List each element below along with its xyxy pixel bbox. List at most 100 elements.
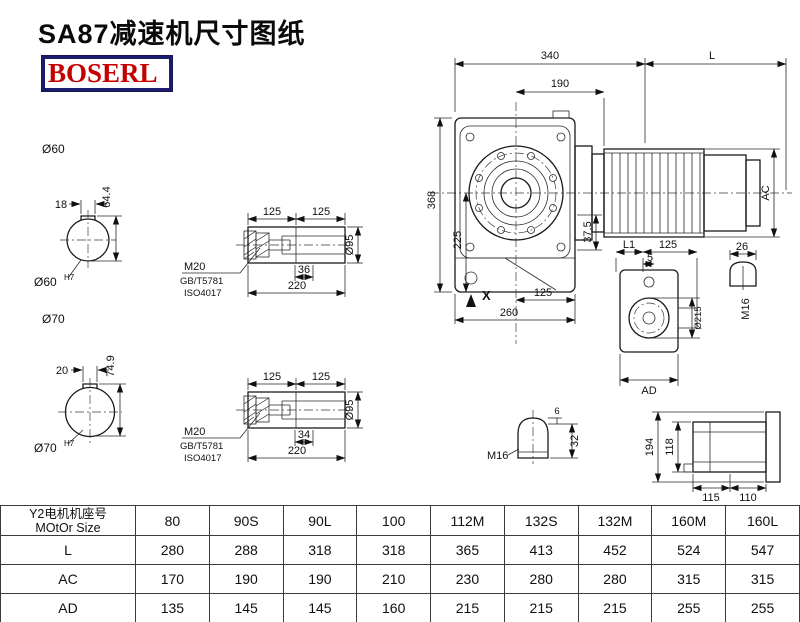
table-cell: 215 xyxy=(503,593,579,622)
table-cell: 288 xyxy=(208,535,284,565)
dim-20-label: 20 xyxy=(56,365,68,377)
main-view: 340 L 190 368 225 37.5 125 260 X AC xyxy=(426,50,792,344)
motor-label-cn: Y2电机机座号 xyxy=(29,506,107,521)
standard-iso-label: ISO4017 xyxy=(184,288,222,299)
table-row-AD: AD 135 145 145 160 215 215 215 255 255 xyxy=(0,593,800,622)
dim-d95-label: Ø95 xyxy=(344,400,356,421)
keyway-60 xyxy=(80,215,96,221)
x-direction-arrow xyxy=(466,294,476,307)
table-cell: 190 xyxy=(282,564,358,594)
table-cell: 318 xyxy=(282,535,358,565)
table-cell: 255 xyxy=(651,593,727,622)
dim-225-label: 225 xyxy=(452,231,464,249)
dim-125-bottom-label: 125 xyxy=(534,287,552,299)
size-col-header: 90S xyxy=(208,505,284,536)
table-cell: 160 xyxy=(356,593,432,622)
flange-bolt-holes xyxy=(475,152,557,234)
dim-340-label: 340 xyxy=(541,50,559,62)
dim-d215-label: Ø215 xyxy=(693,306,704,329)
table-cell: 365 xyxy=(430,535,505,565)
dim-368-label: 368 xyxy=(426,191,438,209)
size-col-header: 132S xyxy=(503,505,579,536)
dim-125-label: 125 xyxy=(659,239,677,251)
dim-220-label: 220 xyxy=(288,280,306,292)
table-cell: 135 xyxy=(135,593,210,622)
bore-70-callout: Ø70 xyxy=(34,441,57,455)
shaft-60-label: Ø60 xyxy=(42,142,65,156)
standard-gb-label: GB/T5781 xyxy=(180,276,223,287)
keyway-70 xyxy=(82,383,98,389)
lifting-lug xyxy=(552,110,570,119)
size-col-header: 90L xyxy=(282,505,358,536)
dim-AD-label: AD xyxy=(641,385,656,397)
dim-118-label: 118 xyxy=(664,438,676,456)
dim-125-left-label: 125 xyxy=(263,206,281,218)
brand-logo-text: BOSERL xyxy=(48,58,158,88)
fan-cover xyxy=(745,159,761,227)
bore-60-tolerance: H7 xyxy=(64,273,75,282)
bolt-m20-label: M20 xyxy=(184,426,205,438)
table-cell: 190 xyxy=(208,564,284,594)
shaft-end-dome xyxy=(729,261,757,287)
table-cell: 452 xyxy=(577,535,653,565)
gearbox-top-view: 194 118 115 110 xyxy=(644,411,781,504)
table-header-row: Y2电机机座号 MOtOr Size 80 90S 90L 100 112M 1… xyxy=(0,505,800,536)
bolt-head xyxy=(255,397,270,423)
table-cell: 215 xyxy=(430,593,505,622)
size-col-header: 160L xyxy=(725,505,800,536)
table-cell: 413 xyxy=(503,535,579,565)
standard-gb-label: GB/T5781 xyxy=(180,441,223,452)
shaft-60-section: Ø60 18 64.4 Ø60 H7 xyxy=(34,142,122,289)
motor xyxy=(574,145,761,241)
table-cell: 280 xyxy=(577,564,653,594)
dim-AC-label: AC xyxy=(760,185,772,200)
dim-64-4-label: 64.4 xyxy=(101,186,113,207)
table-cell: 524 xyxy=(651,535,727,565)
motor-label-en: MOtOr Size xyxy=(35,520,101,535)
bolt-m20-label: M20 xyxy=(184,261,205,273)
dim-5-label: 5 xyxy=(647,252,653,264)
table-cell: 145 xyxy=(282,593,358,622)
table-cell: 547 xyxy=(725,535,800,565)
dim-d95-label: Ø95 xyxy=(344,235,356,256)
table-row-AC: AC 170 190 190 210 230 280 280 315 315 xyxy=(0,564,800,594)
dim-125-right-label: 125 xyxy=(312,371,330,383)
hollow-shaft-detail-top: 125 125 M20 GB/T5781 ISO4017 36 220 Ø95 xyxy=(180,206,363,299)
dim-110-label: 110 xyxy=(739,492,757,504)
size-col-header: 80 xyxy=(135,505,210,536)
table-cell: 210 xyxy=(356,564,432,594)
dim-74-9-label: 74.9 xyxy=(105,355,117,376)
shaft-70-section: Ø70 20 74.9 Ø70 H7 xyxy=(34,312,126,455)
row-label: AC xyxy=(0,564,136,594)
thread-m16-label: M16 xyxy=(487,450,508,462)
dim-190-label: 190 xyxy=(551,78,569,90)
dim-194-label: 194 xyxy=(644,438,656,456)
dim-L-label: L xyxy=(709,50,715,62)
motor-fins xyxy=(611,153,701,233)
dim-37-5-label: 37.5 xyxy=(582,221,594,242)
dim-125-left-label: 125 xyxy=(263,371,281,383)
dim-L1-label: L1 xyxy=(623,239,635,251)
table-cell: 315 xyxy=(725,564,800,594)
dim-6-label: 6 xyxy=(554,406,559,417)
table-cell: 280 xyxy=(503,564,579,594)
shaft-70-label: Ø70 xyxy=(42,312,65,326)
hollow-shaft-detail-bottom: 125 125 M20 GB/T5781 ISO4017 34 220 Ø95 xyxy=(180,371,363,464)
brand-logo: BOSERL xyxy=(41,55,173,92)
mark-x-label: X xyxy=(482,288,491,303)
dome-shape xyxy=(517,417,549,459)
motor-dimension-table: Y2电机机座号 MOtOr Size 80 90S 90L 100 112M 1… xyxy=(0,505,800,622)
dim-36-label: 36 xyxy=(298,264,310,276)
dim-125-right-label: 125 xyxy=(312,206,330,218)
side-view-body xyxy=(619,269,679,353)
gearbox-housing xyxy=(454,117,576,293)
dim-18-label: 18 xyxy=(55,199,67,211)
size-col-header: 160M xyxy=(651,505,727,536)
bolt-head xyxy=(255,232,270,258)
row-label: L xyxy=(0,535,136,565)
table-cell: 215 xyxy=(577,593,653,622)
table-cell: 230 xyxy=(430,564,505,594)
motor-size-header-cell: Y2电机机座号 MOtOr Size xyxy=(0,505,136,536)
table-cell: 280 xyxy=(135,535,210,565)
dim-32-label: 32 xyxy=(569,435,581,447)
